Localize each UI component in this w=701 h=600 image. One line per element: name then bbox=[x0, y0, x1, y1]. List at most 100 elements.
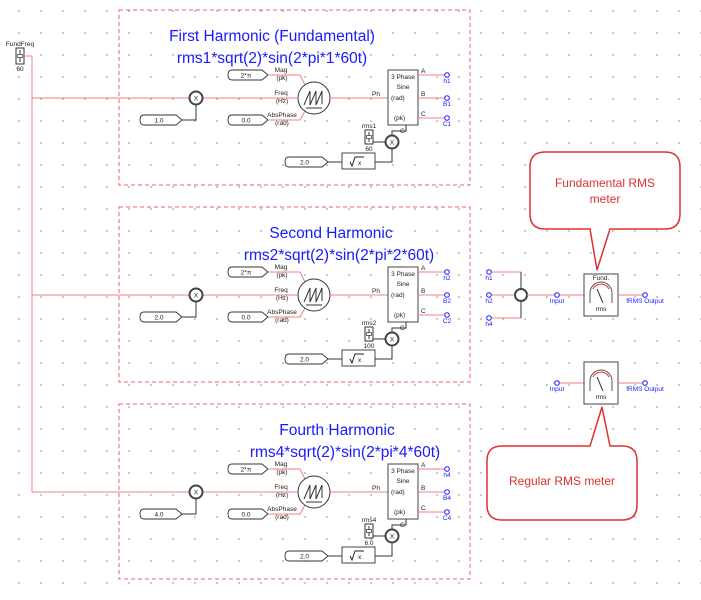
signal-node[interactable] bbox=[444, 95, 450, 101]
signal-node[interactable] bbox=[486, 269, 492, 275]
wire bbox=[268, 307, 306, 318]
multiplier-symbol: X bbox=[390, 140, 395, 147]
phase-label: A bbox=[421, 265, 426, 272]
constant-block[interactable] bbox=[284, 550, 329, 562]
sqrt-symbol bbox=[349, 353, 364, 365]
sqrt-block[interactable] bbox=[341, 349, 376, 367]
slider-handle[interactable] bbox=[366, 529, 372, 533]
wire bbox=[268, 504, 306, 515]
signal-node[interactable] bbox=[642, 380, 648, 386]
wire bbox=[182, 302, 197, 318]
sqrt-block[interactable] bbox=[341, 546, 376, 564]
harmonic-group-2[interactable] bbox=[118, 206, 471, 383]
signal-node[interactable] bbox=[444, 489, 450, 495]
harmonic-group-1[interactable] bbox=[118, 9, 471, 186]
ramp-icon bbox=[303, 287, 323, 303]
sqrt-var: x bbox=[358, 357, 362, 364]
freq-label: Freq bbox=[274, 90, 288, 97]
slider-handle[interactable] bbox=[366, 332, 372, 336]
constant-block[interactable] bbox=[139, 508, 183, 520]
pk-label: (pk) bbox=[394, 115, 405, 122]
gauge-icon bbox=[589, 281, 613, 303]
phase-label: A bbox=[421, 462, 426, 469]
multiplier-symbol: X bbox=[194, 490, 199, 497]
constant-block[interactable] bbox=[227, 508, 269, 520]
multiplier-block[interactable] bbox=[188, 90, 204, 106]
node-label: h2 bbox=[443, 275, 451, 282]
g-label: G bbox=[400, 522, 405, 529]
constant-block[interactable] bbox=[139, 114, 183, 126]
meter-title: Fund. bbox=[593, 275, 610, 282]
slider-value: 60 bbox=[16, 66, 24, 73]
constant-block[interactable] bbox=[227, 311, 269, 323]
ramp-generator-block[interactable] bbox=[297, 475, 331, 509]
signal-node[interactable] bbox=[554, 380, 560, 386]
constant-value: 2.0 bbox=[300, 357, 309, 364]
harmonic-group-3[interactable] bbox=[118, 403, 471, 580]
constant-block[interactable] bbox=[227, 114, 269, 126]
constant-block[interactable] bbox=[284, 353, 329, 365]
gauge-scale bbox=[592, 283, 610, 290]
phase-label: B bbox=[421, 91, 425, 98]
mag-label: Mag bbox=[275, 67, 288, 74]
three-phase-sine-block[interactable] bbox=[387, 266, 419, 323]
constant-block[interactable] bbox=[284, 156, 329, 168]
constant-block[interactable] bbox=[227, 266, 269, 278]
constant-block[interactable] bbox=[227, 463, 269, 475]
phase-label: C bbox=[421, 505, 426, 512]
pk-label: (pk) bbox=[394, 312, 405, 319]
ramp-generator-block[interactable] bbox=[297, 278, 331, 312]
slider-handle[interactable] bbox=[17, 54, 23, 58]
constant-value: 2*π bbox=[241, 270, 252, 277]
wire bbox=[391, 125, 407, 136]
constant-value: 2.0 bbox=[300, 160, 309, 167]
pk-label: (pk) bbox=[394, 509, 405, 516]
constant-value: 2*π bbox=[241, 73, 252, 80]
constant-value: 2.0 bbox=[154, 315, 163, 322]
sqrt-block[interactable] bbox=[341, 152, 376, 170]
signal-node[interactable] bbox=[554, 292, 560, 298]
phase-label: B bbox=[421, 288, 425, 295]
g-label: G bbox=[400, 325, 405, 332]
constant-value: 4.0 bbox=[154, 512, 163, 519]
ph-label: Ph bbox=[372, 485, 380, 492]
multiplier-block[interactable] bbox=[188, 484, 204, 500]
wire bbox=[391, 322, 407, 333]
signal-node[interactable] bbox=[444, 115, 450, 121]
constant-value: 2.0 bbox=[300, 554, 309, 561]
ramp-icon bbox=[303, 90, 323, 106]
gauge-needle bbox=[596, 288, 604, 304]
block-subtitle: Sine bbox=[396, 84, 409, 91]
group-title: Fourth Harmonic bbox=[279, 422, 395, 439]
signal-node[interactable] bbox=[444, 466, 450, 472]
phase-label: C bbox=[421, 111, 426, 118]
signal-node[interactable] bbox=[444, 72, 450, 78]
signal-node[interactable] bbox=[444, 312, 450, 318]
hz-label: (Hz) bbox=[276, 98, 288, 105]
phase-label: A bbox=[421, 68, 426, 75]
signal-node[interactable] bbox=[444, 509, 450, 515]
signal-node[interactable] bbox=[444, 292, 450, 298]
signal-node[interactable] bbox=[642, 292, 648, 298]
node-label: B2 bbox=[443, 298, 451, 305]
constant-block[interactable] bbox=[227, 69, 269, 81]
ramp-generator-block[interactable] bbox=[297, 81, 331, 115]
g-label: G bbox=[400, 128, 405, 135]
signal-node[interactable] bbox=[486, 315, 492, 321]
constant-block[interactable] bbox=[139, 311, 183, 323]
three-phase-sine-block[interactable] bbox=[387, 463, 419, 520]
block-subtitle: Sine bbox=[396, 281, 409, 288]
slider-label: FundFreq bbox=[6, 41, 35, 48]
slider-label: rms4 bbox=[362, 517, 377, 524]
pk-label: (pk) bbox=[276, 75, 287, 82]
block-title: 3 Phase bbox=[391, 468, 415, 475]
signal-node[interactable] bbox=[444, 269, 450, 275]
gauge-needle bbox=[596, 376, 604, 392]
summing-junction[interactable] bbox=[514, 288, 528, 302]
rad-label: (rad) bbox=[391, 292, 405, 299]
multiplier-block[interactable] bbox=[188, 287, 204, 303]
signal-node[interactable] bbox=[486, 292, 492, 298]
rad-label: (rad) bbox=[275, 317, 289, 324]
slider-handle[interactable] bbox=[366, 135, 372, 139]
